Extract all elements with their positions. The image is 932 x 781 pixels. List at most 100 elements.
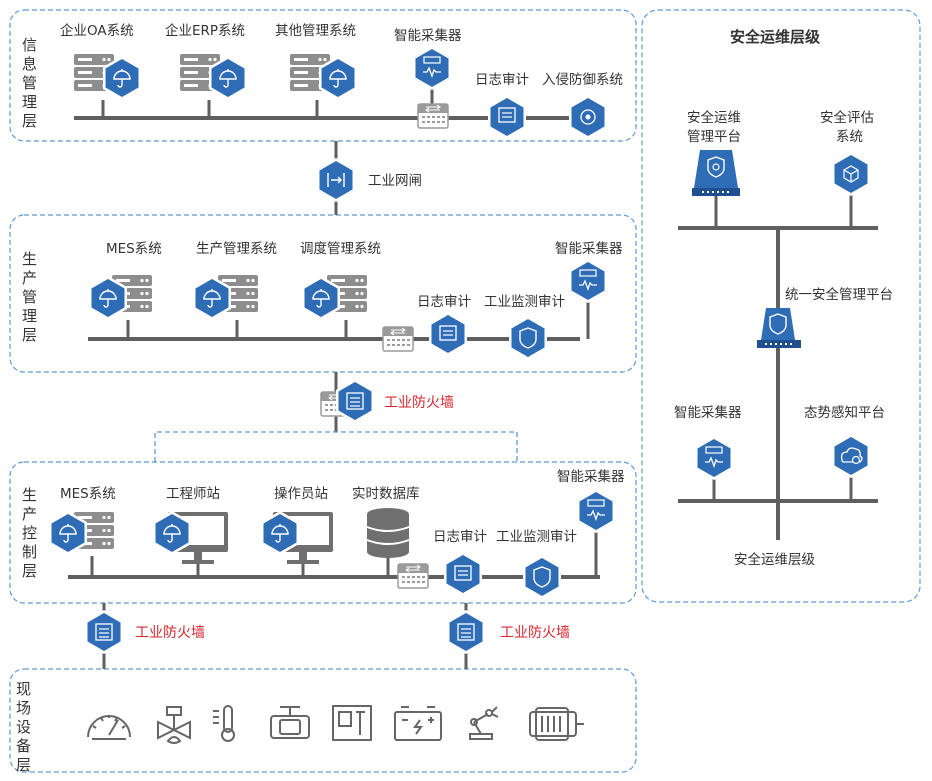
svg-text:智能采集器: 智能采集器	[555, 241, 623, 257]
svg-text:调度管理系统: 调度管理系统	[300, 241, 381, 257]
production-layer-title: 生 产 管 理 层	[22, 250, 37, 344]
svg-text:入侵防御系统: 入侵防御系统	[542, 71, 623, 88]
svg-text:控: 控	[22, 524, 37, 542]
info-layer-title: 信 息 管 理 层	[22, 36, 37, 130]
svg-text:产: 产	[22, 269, 37, 287]
field-layer-box	[9, 668, 637, 773]
security-collector: 智能采集器	[674, 405, 742, 501]
svg-text:息: 息	[22, 55, 37, 73]
production-layer-box	[9, 214, 637, 373]
thermometer-icon	[213, 705, 235, 742]
info-server-oa: 企业OA系统	[60, 22, 141, 118]
svg-text:MES系统: MES系统	[60, 486, 116, 502]
security-panel-title: 安全运维层级	[730, 28, 821, 46]
svg-text:安全评估: 安全评估	[820, 109, 874, 126]
svg-text:层: 层	[16, 756, 31, 774]
svg-text:理: 理	[22, 93, 37, 111]
ops-mgmt-platform: 安全运维 管理平台	[687, 109, 741, 228]
security-eval-system: 安全评估 系统	[820, 109, 874, 228]
info-layer-box	[9, 9, 637, 142]
svg-text:现: 现	[16, 680, 31, 698]
valve-icon	[157, 706, 191, 744]
prod-switch	[382, 326, 414, 352]
svg-text:制: 制	[22, 543, 37, 561]
svg-text:企业ERP系统: 企业ERP系统	[165, 22, 245, 39]
prod-collector: 智能采集器	[555, 241, 623, 339]
svg-text:层: 层	[22, 112, 37, 130]
svg-text:MES系统: MES系统	[106, 241, 162, 257]
info-ids: 入侵防御系统	[542, 71, 623, 139]
prod-log-audit: 日志审计	[417, 294, 471, 356]
svg-text:层: 层	[22, 562, 37, 580]
ctrl-switch	[397, 563, 429, 589]
unified-security-platform: 统一安全管理平台	[757, 286, 893, 348]
ctrl-collector: 智能采集器	[557, 469, 625, 577]
svg-text:智能采集器: 智能采集器	[557, 469, 625, 485]
svg-text:态势感知平台: 态势感知平台	[804, 404, 885, 421]
field-layer-title: 现 场 设 备 层	[16, 680, 31, 774]
svg-text:工业防火墙: 工业防火墙	[500, 625, 570, 641]
firewall-mid-dashed-link	[154, 431, 518, 462]
prod-monitor-audit: 工业监测审计	[484, 294, 565, 360]
info-collector: 智能采集器	[394, 28, 462, 129]
svg-text:管理平台: 管理平台	[687, 129, 741, 145]
robot-arm-icon	[469, 706, 499, 740]
info-log-audit: 日志审计	[475, 72, 529, 139]
svg-text:生: 生	[22, 486, 37, 504]
svg-text:日志审计: 日志审计	[475, 72, 529, 88]
svg-text:统一安全管理平台: 统一安全管理平台	[785, 286, 893, 303]
info-server-erp: 企业ERP系统	[165, 22, 247, 118]
svg-text:系统: 系统	[836, 129, 863, 145]
svg-text:信: 信	[22, 36, 37, 54]
svg-text:场: 场	[16, 699, 31, 717]
prod-server-dispatch: 调度管理系统	[300, 241, 381, 339]
firewall-right: 工业防火墙	[447, 610, 570, 654]
plc-cabinet-icon	[332, 705, 372, 741]
ctrl-monitor-audit: 工业监测审计	[496, 529, 577, 599]
svg-text:智能采集器: 智能采集器	[394, 28, 462, 44]
svg-text:其他管理系统: 其他管理系统	[275, 23, 356, 39]
svg-text:管: 管	[22, 288, 37, 306]
control-layer-title: 生 产 控 制 层	[22, 486, 37, 580]
security-layer-box	[641, 9, 921, 603]
control-layer-box	[9, 461, 637, 604]
situation-awareness-platform: 态势感知平台	[804, 404, 885, 501]
svg-text:生: 生	[22, 250, 37, 268]
firewall-left: 工业防火墙	[85, 610, 205, 654]
prod-server-mes: MES系统	[89, 241, 162, 339]
svg-text:实时数据库: 实时数据库	[352, 486, 420, 502]
svg-text:日志审计: 日志审计	[433, 529, 487, 545]
svg-text:工程师站: 工程师站	[166, 486, 220, 502]
svg-text:智能采集器: 智能采集器	[674, 405, 742, 421]
ctrl-engineer-station: 工程师站	[153, 486, 228, 577]
svg-text:工业防火墙: 工业防火墙	[384, 395, 454, 411]
prod-server-mgmt: 生产管理系统	[193, 241, 277, 339]
ctrl-log-audit: 日志审计	[433, 529, 487, 596]
gauge-icon	[87, 715, 131, 740]
svg-text:产: 产	[22, 505, 37, 523]
info-server-other: 其他管理系统	[275, 23, 357, 118]
industrial-gateway: 工业网闸	[317, 158, 422, 202]
svg-text:设: 设	[16, 718, 31, 736]
svg-text:操作员站: 操作员站	[274, 486, 328, 502]
svg-text:层: 层	[22, 326, 37, 344]
svg-text:工业防火墙: 工业防火墙	[135, 625, 205, 641]
svg-text:理: 理	[22, 307, 37, 325]
svg-text:工业网闸: 工业网闸	[368, 173, 422, 189]
svg-text:工业监测审计: 工业监测审计	[496, 529, 577, 545]
ctrl-server-mes: MES系统	[49, 486, 116, 577]
svg-text:日志审计: 日志审计	[417, 294, 471, 310]
motor-icon	[529, 707, 584, 741]
svg-text:工业监测审计: 工业监测审计	[484, 294, 565, 310]
svg-text:备: 备	[16, 737, 31, 755]
svg-text:管: 管	[22, 74, 37, 92]
ctrl-realtime-db: 实时数据库	[352, 486, 420, 577]
svg-text:企业OA系统: 企业OA系统	[60, 22, 134, 39]
pipe-valve-icon	[270, 706, 310, 739]
battery-icon	[394, 706, 442, 741]
svg-text:安全运维: 安全运维	[687, 109, 741, 126]
ctrl-operator-station: 操作员站	[261, 486, 333, 577]
firewall-mid: 工业防火墙	[320, 379, 454, 423]
svg-text:生产管理系统: 生产管理系统	[196, 241, 277, 257]
